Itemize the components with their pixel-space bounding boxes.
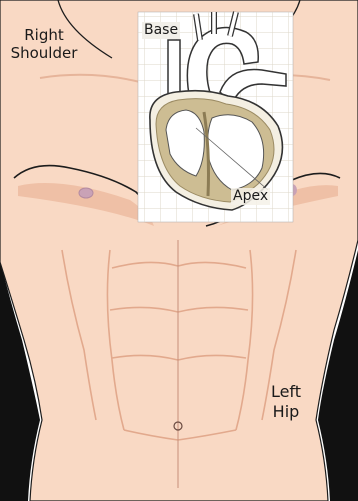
left-hip-label-line2: Hip (262, 402, 310, 422)
right-shoulder-label-line2: Shoulder (4, 44, 84, 62)
heart-apex-label: Apex (231, 188, 270, 205)
heart-base-label: Base (142, 22, 180, 39)
left-hip-label-line1: Left (262, 382, 310, 402)
left-hip-label: Left Hip (262, 382, 310, 421)
right-shoulder-label-line1: Right (4, 26, 84, 44)
right-shoulder-label: Right Shoulder (4, 26, 84, 63)
right-nipple (79, 188, 93, 198)
